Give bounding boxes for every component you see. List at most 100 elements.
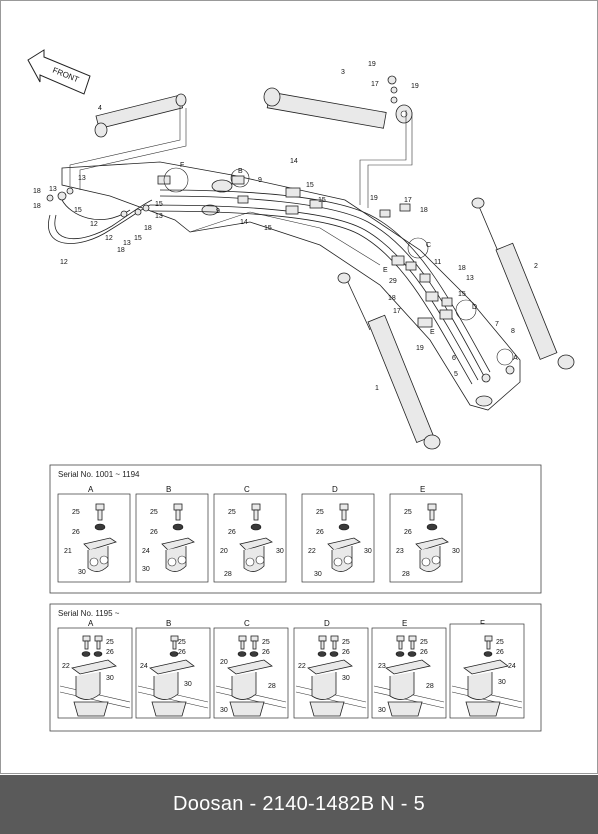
clamp-body [75,672,101,700]
bolt-shank [253,509,259,521]
bolt-head [318,635,327,642]
clamp-plate [161,537,195,551]
clamp-base [73,701,109,717]
callout: 29 [389,278,397,285]
bolt-shank [172,640,177,650]
part-number: 25 [178,639,186,646]
washer [407,651,417,657]
detail-letter: B [166,485,171,494]
washer [338,523,350,531]
part-number: 24 [142,548,150,555]
part-number: 30 [452,548,460,555]
hose-hole [431,555,441,565]
panel-title: Serial No. 1195 ~ [58,609,120,618]
hose-hole [343,555,353,565]
part-number: 25 [150,509,158,516]
bolt-head [250,635,259,642]
cylinder-2 [471,197,575,370]
detail-letter: A [88,485,94,494]
part-number: 20 [220,659,228,666]
callout: E [383,267,388,274]
part-number: 30 [142,566,150,573]
part-number: 22 [298,663,306,670]
clamp-plate [463,659,509,675]
callout: F [180,162,184,169]
bolt-head [95,503,105,511]
washer [395,651,405,657]
bolt-head [330,635,339,642]
callout: 15 [318,197,326,204]
hose-hole [89,557,99,567]
part-number: 25 [496,639,504,646]
callout: 14 [290,158,298,165]
part-number: 25 [316,509,324,516]
panel-title: Serial No. 1001 ~ 1194 [58,470,140,479]
callout: 13 [49,186,57,193]
part-number: 22 [308,548,316,555]
detail-letter: C [244,619,250,628]
main-callouts-extra: 19 17 19 13 18 15 12 12 13 18 15 13 18 1… [33,61,474,352]
callout: 19 [368,61,376,68]
callout: 15 [74,207,82,214]
clamp-body [389,672,415,700]
clamp-base [151,701,187,717]
hose-rail [137,691,209,709]
callout: 8 [511,328,515,335]
callout: 9 [216,208,220,215]
callout: 18 [33,188,41,195]
part-number: 25 [404,509,412,516]
clamp-base [229,701,265,717]
bolt-head [173,503,183,511]
hose-rail [451,691,523,709]
callout: 1 [375,385,379,392]
callout: 9 [258,177,262,184]
part-number: 30 [342,675,350,682]
hose-rail [215,691,287,709]
bolt-shank [341,509,347,521]
part-number: 26 [342,649,350,656]
callout: 15 [155,201,163,208]
callout: 18 [420,207,428,214]
bolt-shank [252,640,257,650]
hose-hole [167,557,177,567]
hose-rail [373,691,445,709]
hose-rail [295,691,367,709]
callout: 19 [416,345,424,352]
front-arrow: FRONT [27,49,91,95]
callout: 12 [60,259,68,266]
bolt-head [94,635,103,642]
hose-hole [99,555,109,565]
part-number: 26 [404,529,412,536]
part-number: 25 [106,639,114,646]
part-number: 28 [402,571,410,578]
part-number: 22 [62,663,70,670]
main-callouts: 1 2 3 4 5 6 7 8 9 11 12 13 14 15 17 18 1… [33,69,538,392]
callout: 19 [411,83,419,90]
hose-hole [255,555,265,565]
clamp-plate [83,537,117,551]
bolt-head [339,503,349,511]
bolt-shank [332,640,337,650]
part-number: 30 [220,707,228,714]
callout: 18 [117,247,125,254]
clamp-base [387,701,423,717]
part-number: 26 [106,649,114,656]
callout: 5 [454,371,458,378]
callout: 18 [388,295,396,302]
part-number: 30 [276,548,284,555]
hose-hole [333,557,343,567]
bolt-head [82,635,91,642]
part-number: 26 [150,529,158,536]
callout: 2 [534,263,538,270]
callout: C [426,242,431,249]
part-number: 21 [64,548,72,555]
detail-letter: D [324,619,330,628]
bolt-head [238,635,247,642]
cylinder-4 [94,93,187,138]
callout: 11 [434,259,441,266]
